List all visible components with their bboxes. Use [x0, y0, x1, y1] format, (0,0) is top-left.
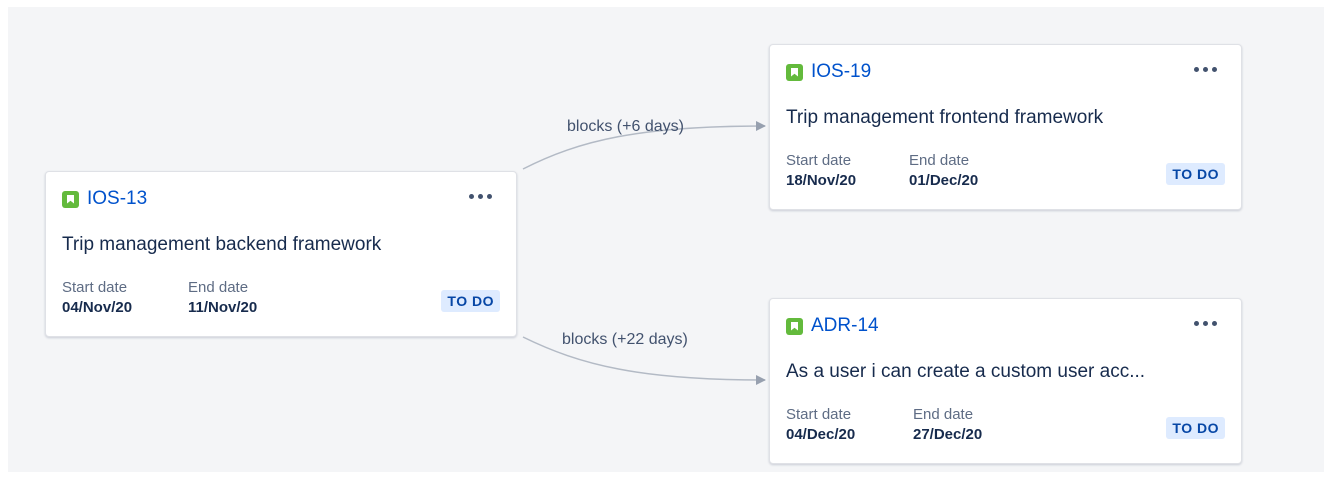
start-date: Start date 04/Nov/20 [62, 279, 188, 316]
start-date-label: Start date [786, 406, 852, 423]
dot-icon [1212, 67, 1217, 72]
link-label-blocks-ios19: blocks (+6 days) [567, 118, 684, 135]
start-date: Start date 04/Dec/20 [786, 406, 913, 443]
end-date: End date 11/Nov/20 [188, 279, 257, 316]
end-date-label: End date [913, 406, 974, 423]
story-icon [786, 63, 803, 81]
issue-dates: Start date 04/Dec/20 End date 27/Dec/20 [786, 406, 982, 443]
end-date: End date 27/Dec/20 [913, 406, 982, 443]
dot-icon [1212, 321, 1217, 326]
end-date-value: 11/Nov/20 [188, 299, 258, 316]
end-date-label: End date [188, 279, 249, 296]
issue-card-ios-13[interactable]: IOS-13 Trip management backend framework… [45, 171, 517, 337]
more-actions-button[interactable] [1192, 63, 1219, 76]
issue-summary: Trip management backend framework [62, 234, 382, 255]
status-badge: TO DO [1166, 417, 1225, 439]
end-date-value: 27/Dec/20 [913, 426, 983, 443]
dot-icon [1194, 321, 1199, 326]
end-date-value: 01/Dec/20 [909, 172, 979, 189]
issue-summary: As a user i can create a custom user acc… [786, 361, 1146, 382]
issue-card-adr-14[interactable]: ADR-14 As a user i can create a custom u… [769, 298, 1242, 464]
issue-card-ios-19[interactable]: IOS-19 Trip management frontend framewor… [769, 44, 1242, 210]
end-date: End date 01/Dec/20 [909, 152, 978, 189]
issue-dates: Start date 04/Nov/20 End date 11/Nov/20 [62, 279, 257, 316]
start-date-value: 04/Dec/20 [786, 426, 856, 443]
dot-icon [1194, 67, 1199, 72]
dot-icon [487, 194, 492, 199]
issue-key-link[interactable]: IOS-19 [811, 61, 872, 82]
issue-key-row: IOS-13 [62, 188, 147, 210]
story-icon [786, 317, 803, 335]
dot-icon [478, 194, 483, 199]
issue-key-link[interactable]: ADR-14 [811, 315, 879, 336]
issue-summary: Trip management frontend framework [786, 107, 1104, 128]
issue-dates: Start date 18/Nov/20 End date 01/Dec/20 [786, 152, 978, 189]
status-badge: TO DO [441, 290, 500, 312]
issue-key-row: ADR-14 [786, 315, 879, 337]
dot-icon [1203, 321, 1208, 326]
more-actions-button[interactable] [467, 190, 494, 203]
start-date: Start date 18/Nov/20 [786, 152, 909, 189]
start-date-value: 18/Nov/20 [786, 172, 857, 189]
start-date-label: Start date [62, 279, 128, 296]
issue-key-row: IOS-19 [786, 61, 871, 83]
more-actions-button[interactable] [1192, 317, 1219, 330]
end-date-label: End date [909, 152, 970, 169]
issue-key-link[interactable]: IOS-13 [87, 188, 148, 209]
dot-icon [469, 194, 474, 199]
dot-icon [1203, 67, 1208, 72]
link-label-blocks-adr14: blocks (+22 days) [562, 331, 688, 348]
status-badge: TO DO [1166, 163, 1225, 185]
story-icon [62, 190, 79, 208]
start-date-value: 04/Nov/20 [62, 299, 133, 316]
start-date-label: Start date [786, 152, 852, 169]
